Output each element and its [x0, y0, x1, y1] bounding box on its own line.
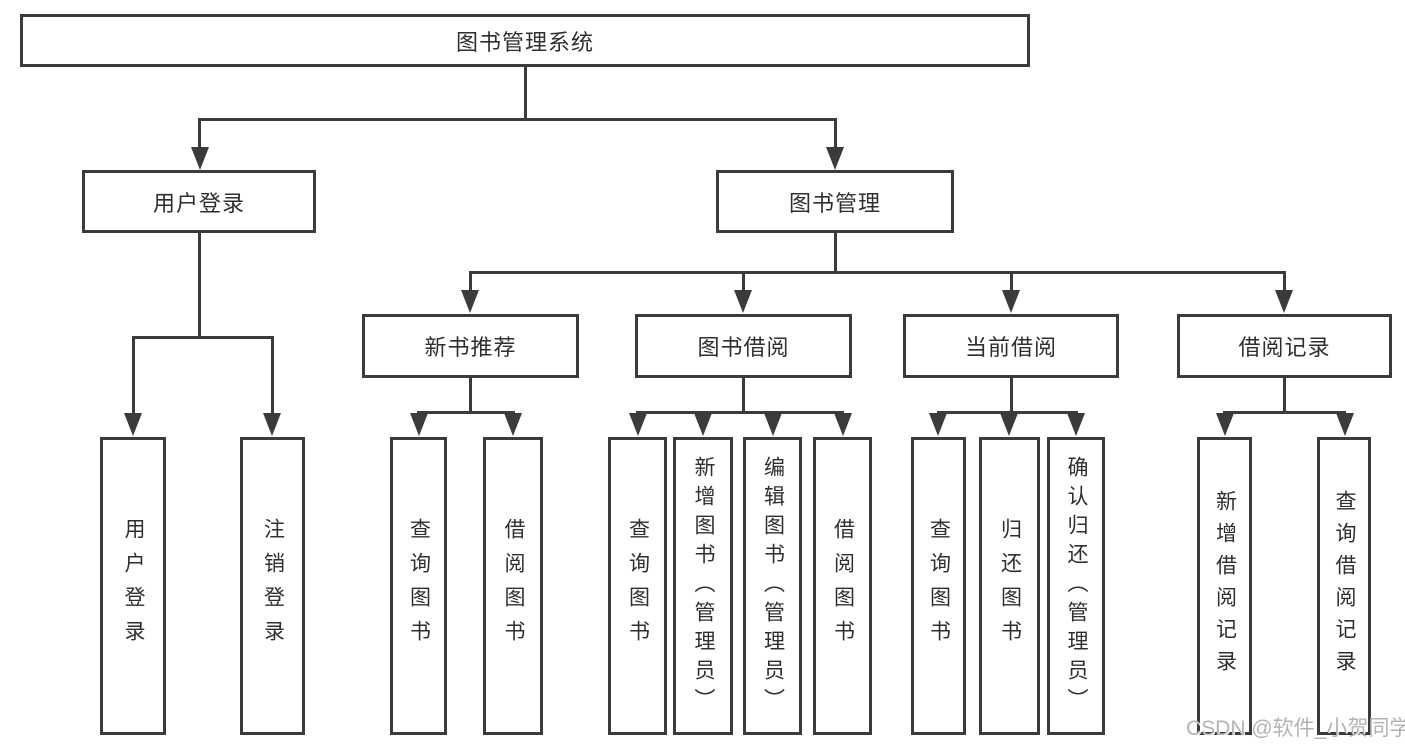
connector-drop-level3	[1283, 271, 1286, 292]
leaf-add-borrow-record-label: 新增借阅记录	[1213, 490, 1237, 682]
connector-borrowing-branch	[636, 411, 844, 414]
connector-newbook-branch	[417, 411, 515, 414]
connector-drop-level3	[742, 271, 745, 292]
connector-records-branch	[1223, 411, 1346, 414]
arrow-down-icon	[1000, 413, 1018, 436]
connector-drop-level3	[1010, 271, 1013, 292]
arrow-down-icon	[834, 413, 852, 436]
arrow-down-icon	[1336, 413, 1354, 436]
node-new-book-recommendation: 新书推荐	[362, 314, 579, 378]
leaf-query-borrow-record: 查询借阅记录	[1317, 437, 1371, 735]
connector-book-mgmt-branch	[469, 271, 1286, 274]
arrow-down-icon	[191, 147, 209, 170]
arrow-down-icon	[826, 147, 844, 170]
connector-root-stem	[524, 67, 527, 121]
leaf-logout-label: 注销登录	[261, 518, 285, 654]
leaf-query-books-borrowing-label: 查询图书	[626, 518, 650, 654]
connector-current-branch	[937, 411, 1078, 414]
node-borrow-records-label: 借阅记录	[1238, 335, 1331, 360]
leaf-return-books: 归还图书	[979, 437, 1040, 735]
node-book-management: 图书管理	[716, 170, 954, 233]
connector-user-login-stem	[198, 233, 201, 339]
arrow-down-icon	[1275, 290, 1293, 313]
leaf-borrow-books-borrowing-label: 借阅图书	[831, 518, 855, 654]
node-user-login: 用户登录	[82, 170, 316, 233]
leaf-query-books-current: 查询图书	[911, 437, 966, 735]
leaf-confirm-return-admin: 确认归还（管理员）	[1047, 437, 1105, 735]
leaf-query-books-borrowing: 查询图书	[608, 437, 667, 735]
connector-drop-user-login	[198, 118, 201, 150]
connector-drop-book-mgmt	[834, 118, 837, 150]
leaf-confirm-return-admin-label: 确认归还（管理员）	[1065, 455, 1088, 717]
leaf-add-borrow-record: 新增借阅记录	[1197, 437, 1252, 735]
leaf-logout: 注销登录	[240, 437, 305, 735]
arrow-down-icon	[1067, 413, 1085, 436]
leaf-borrow-books-recommend: 借阅图书	[483, 437, 543, 735]
node-root: 图书管理系统	[20, 14, 1030, 67]
leaf-query-books-recommend-label: 查询图书	[407, 518, 431, 654]
arrow-down-icon	[1216, 413, 1234, 436]
arrow-down-icon	[694, 413, 712, 436]
arrow-down-icon	[461, 290, 479, 313]
connector-drop-level3	[469, 271, 472, 292]
arrow-down-icon	[629, 413, 647, 436]
arrow-down-icon	[929, 413, 947, 436]
connector-book-mgmt-stem	[834, 233, 837, 274]
arrow-down-icon	[410, 413, 428, 436]
arrow-down-icon	[1002, 290, 1020, 313]
connector-drop-leaf	[132, 336, 135, 416]
node-book-borrowing-label: 图书借阅	[697, 335, 790, 360]
connector-borrowing-stem	[742, 378, 745, 414]
leaf-query-borrow-record-label: 查询借阅记录	[1333, 490, 1356, 682]
arrow-down-icon	[124, 413, 142, 436]
leaf-user-login: 用户登录	[100, 437, 166, 735]
node-user-login-label: 用户登录	[152, 190, 245, 216]
arrow-down-icon	[764, 413, 782, 436]
node-current-borrowing-label: 当前借阅	[964, 335, 1057, 360]
arrow-down-icon	[734, 290, 752, 313]
leaf-edit-books-admin: 编辑图书（管理员）	[743, 437, 802, 735]
leaf-borrow-books-borrowing: 借阅图书	[813, 437, 872, 735]
connector-current-stem	[1010, 378, 1013, 414]
leaf-user-login-label: 用户登录	[122, 518, 145, 654]
leaf-add-books-admin: 新增图书（管理员）	[673, 437, 733, 735]
connector-drop-leaf	[271, 336, 274, 416]
node-new-book-recommendation-label: 新书推荐	[424, 335, 517, 360]
arrow-down-icon	[504, 413, 522, 436]
arrow-down-icon	[263, 413, 281, 436]
connector-root-branch	[198, 118, 837, 121]
node-borrow-records: 借阅记录	[1177, 314, 1392, 378]
leaf-add-books-admin-label: 新增图书（管理员）	[692, 455, 715, 717]
connector-newbook-stem	[469, 378, 472, 414]
connector-records-stem	[1283, 378, 1286, 414]
node-root-label: 图书管理系统	[455, 29, 594, 55]
leaf-borrow-books-recommend-label: 借阅图书	[502, 518, 525, 654]
node-current-borrowing: 当前借阅	[903, 314, 1119, 378]
node-book-management-label: 图书管理	[788, 190, 881, 216]
node-book-borrowing: 图书借阅	[635, 314, 852, 378]
leaf-query-books-current-label: 查询图书	[927, 518, 951, 654]
leaf-query-books-recommend: 查询图书	[390, 437, 447, 735]
connector-user-login-branch	[132, 336, 273, 339]
leaf-return-books-label: 归还图书	[998, 518, 1022, 654]
csdn-watermark: CSDN @软件_小贺同学	[1186, 717, 1405, 740]
leaf-edit-books-admin-label: 编辑图书（管理员）	[761, 455, 785, 717]
